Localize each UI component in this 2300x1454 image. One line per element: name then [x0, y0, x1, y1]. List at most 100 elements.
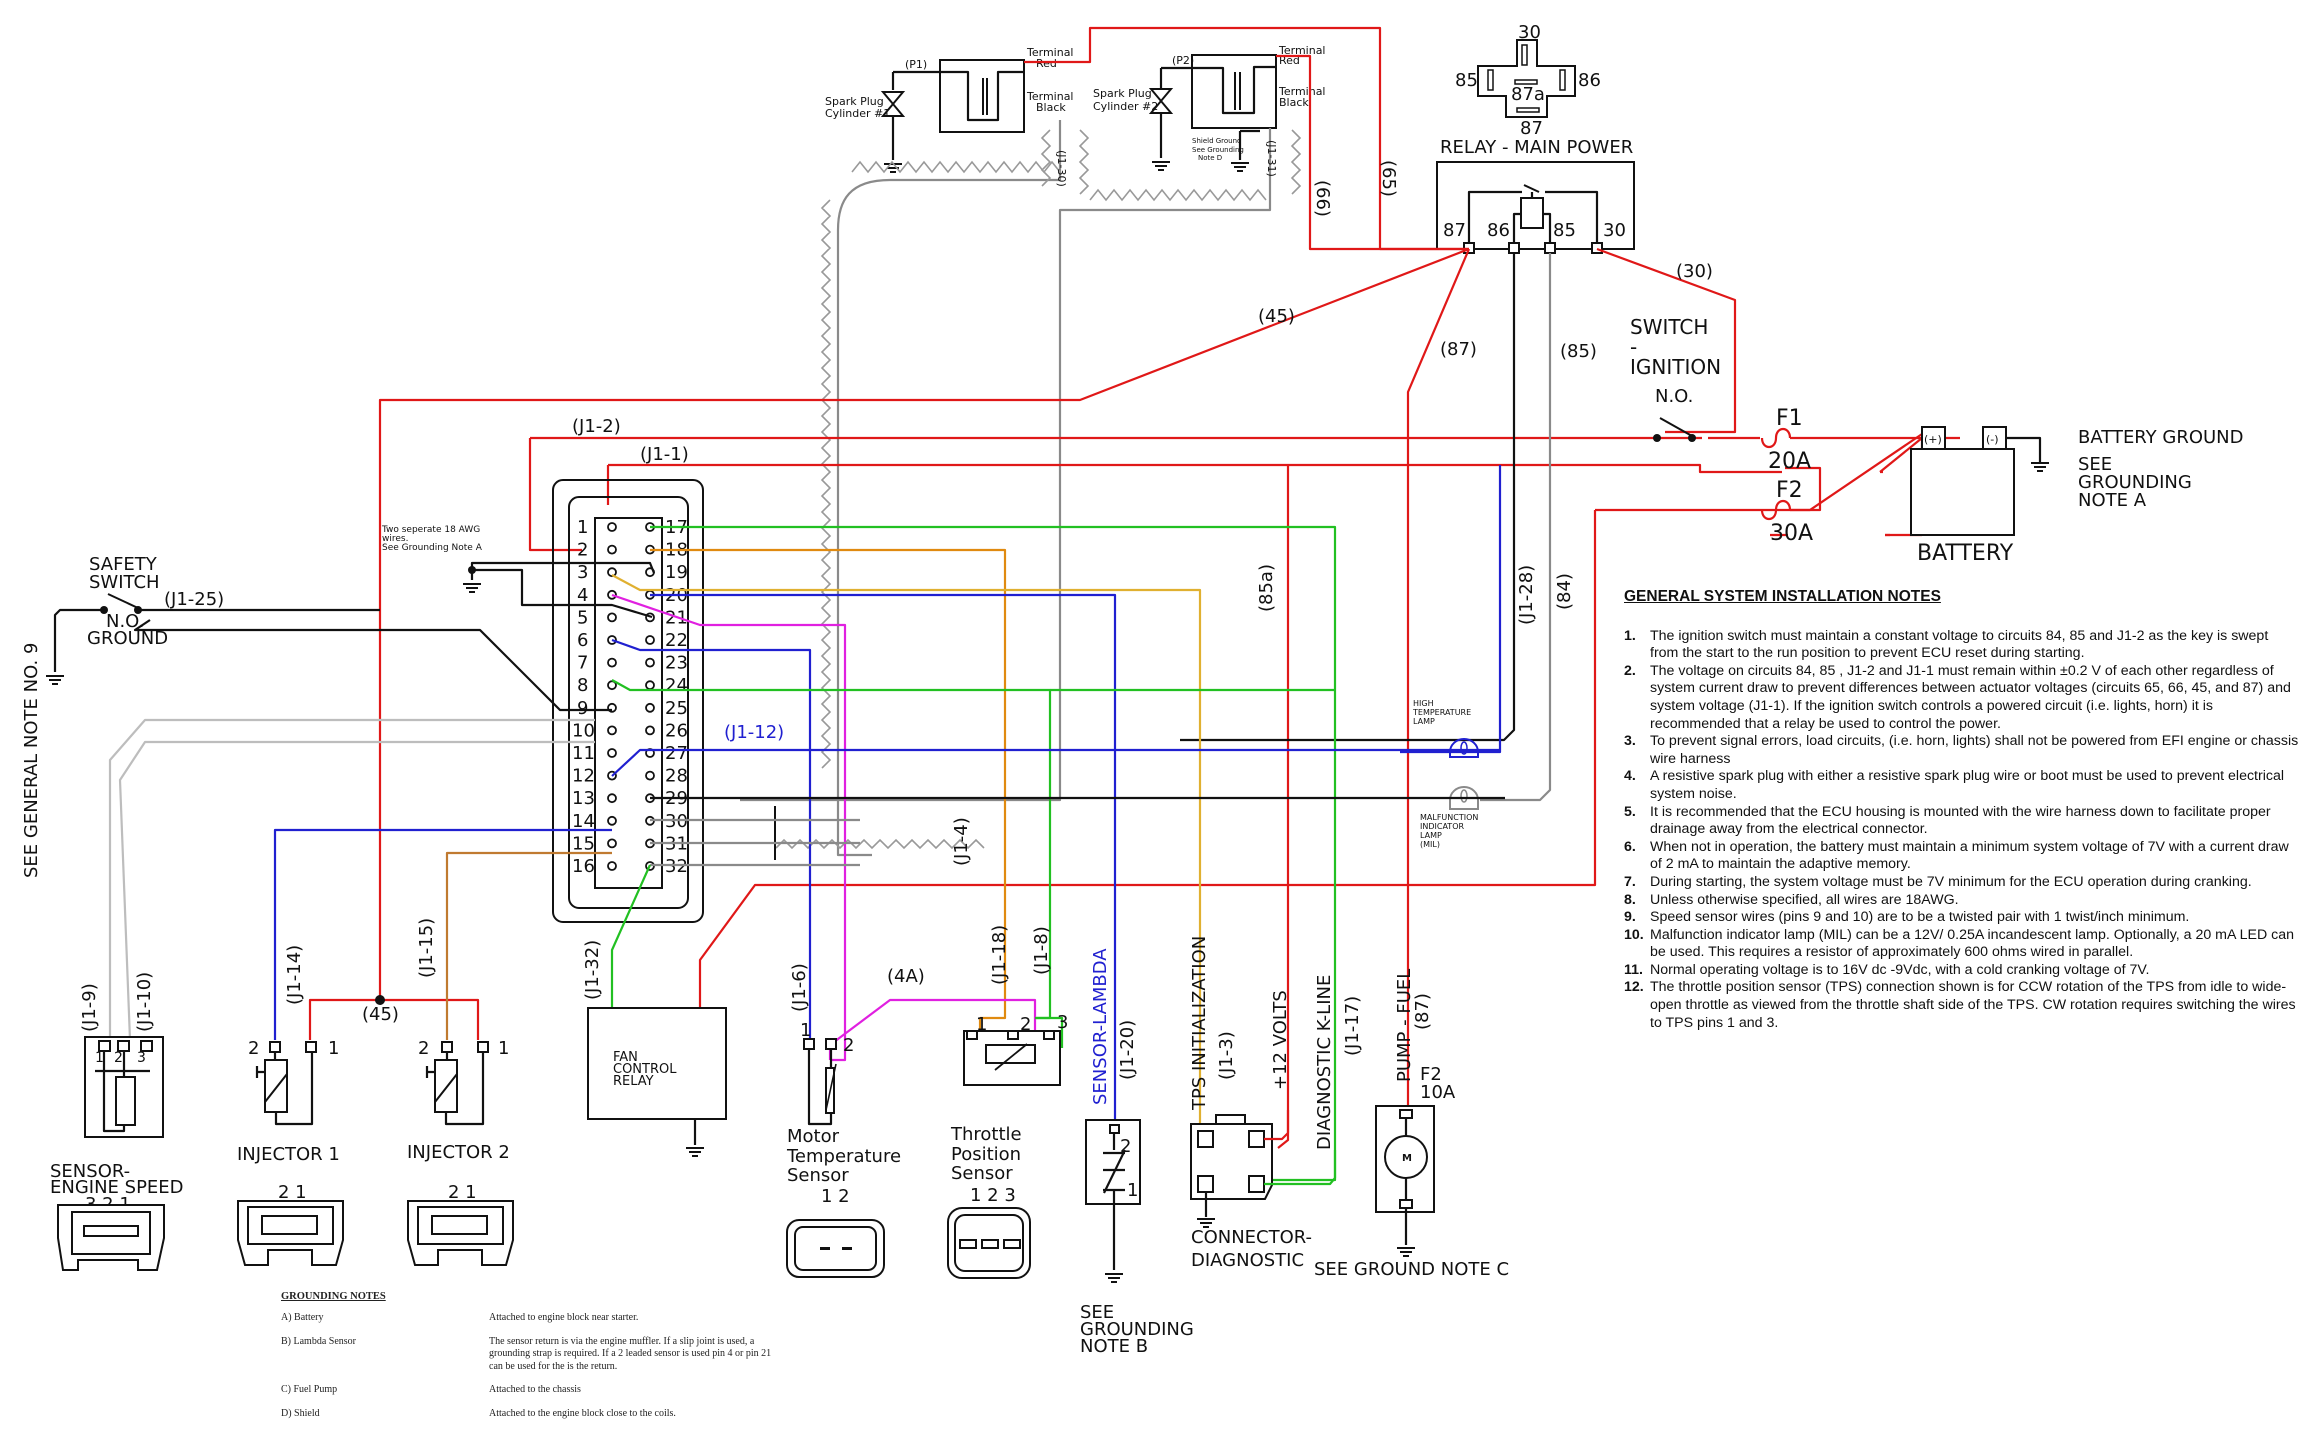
svg-text:MALFUNCTION: MALFUNCTION [1420, 813, 1478, 822]
general-notes-list: 1.The ignition switch must maintain a co… [1624, 628, 2300, 1033]
note-text: Normal operating voltage is to 16V dc -9… [1650, 961, 2150, 978]
note-text: Speed sensor wires (pins 9 and 10) are t… [1650, 909, 2190, 926]
svg-text:-: - [1630, 335, 1637, 359]
ecu-pin-label: 3 [577, 562, 588, 583]
coil1-terminal-black: Terminal [1026, 90, 1074, 103]
fuse-f1: F1 20A [1760, 406, 1811, 474]
shield-ground-note: Shield Ground [1192, 137, 1242, 145]
relay-pin-85: 85 [1553, 220, 1576, 241]
svg-text:1: 1 [976, 1014, 987, 1035]
svg-text:1: 1 [328, 1038, 339, 1059]
wire-labels: (65) (66) (45) (87) (85) (30) (J1-2) (J1… [164, 160, 1713, 743]
general-note-item: 4.A resistive spark plug with either a r… [1624, 768, 2300, 803]
svg-text:BATTERY: BATTERY [1917, 541, 2014, 566]
svg-text:Sensor: Sensor [787, 1165, 849, 1186]
ecu-pin-label: 2 [577, 540, 588, 561]
note-text: Malfunction indicator lamp (MIL) can be … [1650, 926, 2295, 961]
general-notes-title: GENERAL SYSTEM INSTALLATION NOTES [1624, 588, 1941, 605]
svg-text:SENSOR-: SENSOR- [50, 1161, 130, 1182]
svg-text:30A: 30A [1770, 521, 1813, 546]
general-note-item: 3.To prevent signal errors, load circuit… [1624, 733, 2300, 768]
ecu-pin [607, 522, 617, 532]
ecu-pin-label: 30 [665, 811, 688, 832]
coil2-plug-label: Spark Plug [1093, 87, 1152, 100]
general-note-item: 2.The voltage on circuits 84, 85 , J1-2 … [1624, 663, 2300, 733]
svg-text:Throttle: Throttle [950, 1124, 1022, 1145]
high-temperature-lamp: HIGH TEMPERATURE LAMP [1412, 699, 1479, 758]
injector-1: 2 1 INJECTOR 1 2 1 [237, 1038, 344, 1266]
svg-text:SWITCH: SWITCH [1630, 315, 1708, 339]
svg-text:(45): (45) [1258, 306, 1295, 327]
note-number: 4. [1624, 768, 1636, 785]
svg-text:+12 VOLTS: +12 VOLTS [1270, 990, 1291, 1090]
malfunction-indicator-lamp: MALFUNCTION INDICATOR LAMP (MIL) [1420, 786, 1479, 849]
grounding-note-key: B) Lambda Sensor [281, 1335, 356, 1347]
relay-pin-30: 30 [1603, 220, 1626, 241]
battery: (+) (-) BATTERY BATTERY GROUND SEE GROUN… [1910, 426, 2244, 566]
svg-text:M: M [1402, 1153, 1412, 1164]
general-note-item: 8. Unless otherwise specified, all wires … [1624, 892, 2300, 910]
svg-text:TEMPERATURE: TEMPERATURE [1412, 708, 1471, 717]
svg-text:(87): (87) [1412, 993, 1433, 1030]
svg-text:(J1-2): (J1-2) [572, 416, 621, 437]
relay-main-title: RELAY - MAIN POWER [1440, 137, 1633, 158]
svg-text:87: 87 [1520, 118, 1543, 139]
grounding-note-value: The sensor return is via the engine muff… [489, 1335, 772, 1372]
diagnostic-connector: TPS INITIALIZATION +12 VOLTS DIAGNOSTIC … [1189, 936, 1337, 1271]
ecu-pin [645, 725, 655, 736]
ecu-pin-label: 8 [577, 675, 588, 696]
svg-text:Red: Red [1036, 57, 1057, 70]
svg-text:Black: Black [1279, 96, 1309, 109]
ignition-coil-1: (P1) Spark Plug Cylinder #1 Terminal Red… [825, 46, 1074, 173]
ecu-pin-label: 4 [577, 585, 588, 606]
relay-pinout-icon: 30 85 86 87a 87 [1455, 22, 1601, 139]
j1-30-label: (J1-30) [1055, 150, 1068, 187]
svg-text:(4A): (4A) [887, 966, 925, 987]
ecu-pin [645, 657, 655, 668]
svg-text:INJECTOR 1: INJECTOR 1 [237, 1144, 340, 1165]
ecu-pin [645, 680, 655, 691]
power-wires [308, 26, 1960, 1207]
ecu-pin [607, 838, 617, 849]
svg-text:1: 1 [95, 1050, 104, 1066]
note-number: 8. [1624, 891, 1636, 908]
wire-hightemp [1400, 465, 1502, 754]
lambda-ground-note: SEE [1080, 1302, 1114, 1323]
ecu-pin-label: 25 [665, 698, 688, 719]
general-note-item: 11.Normal operating voltage is to 16V dc… [1624, 962, 2300, 980]
svg-text:1 2 3: 1 2 3 [970, 1185, 1016, 1206]
ecu-pin [645, 770, 655, 781]
ecu-pin-label: 9 [577, 698, 588, 719]
note-number: 7. [1624, 873, 1636, 890]
svg-text:20A: 20A [1768, 449, 1811, 474]
note-text: To prevent signal errors, load circuits,… [1650, 733, 2299, 767]
svg-text:Note D: Note D [1198, 154, 1222, 162]
lamp-icon [1449, 786, 1479, 810]
svg-text:TPS INITIALIZATION: TPS INITIALIZATION [1189, 936, 1210, 1111]
fuse-f2: F2 30A [1760, 431, 1926, 546]
ecu-pin-label: 6 [577, 630, 588, 651]
svg-text:Black: Black [1036, 101, 1066, 114]
note-text: Unless otherwise specified, all wires ar… [1650, 891, 1959, 908]
svg-text:NOTE B: NOTE B [1080, 1336, 1148, 1357]
wire-86 [1180, 253, 1516, 742]
grounding-note-value: Attached to the chassis [489, 1384, 581, 1395]
svg-text:LAMP: LAMP [1413, 717, 1435, 726]
svg-text:(85): (85) [1560, 341, 1597, 362]
svg-text:(J1-17): (J1-17) [1342, 996, 1363, 1056]
svg-text:GROUNDING: GROUNDING [2078, 472, 2192, 493]
ignition-coil-2: (P2) Spark Plug Cylinder #2 Terminal Red… [1093, 44, 1326, 172]
general-note-item: 5.It is recommended that the ECU housing… [1624, 804, 2300, 839]
svg-text:FAN: FAN [613, 1050, 638, 1065]
svg-text:F2: F2 [1776, 478, 1803, 503]
general-note-item: 12.The throttle position sensor (TPS) co… [1624, 979, 2300, 1032]
svg-text:(30): (30) [1676, 261, 1713, 282]
ecu-pin-label: 1 [577, 517, 588, 538]
ignition-switch[interactable]: SWITCH - IGNITION N.O. [1630, 315, 1721, 442]
svg-text:Position: Position [951, 1144, 1021, 1165]
lamp-icon [1449, 738, 1479, 758]
safety-switch[interactable]: SAFETY SWITCH N.O. GROUND [45, 554, 380, 685]
grounding-note-value: Attached to engine block near starter. [489, 1312, 639, 1323]
svg-text:PUMP - FUEL: PUMP - FUEL [1394, 969, 1415, 1082]
